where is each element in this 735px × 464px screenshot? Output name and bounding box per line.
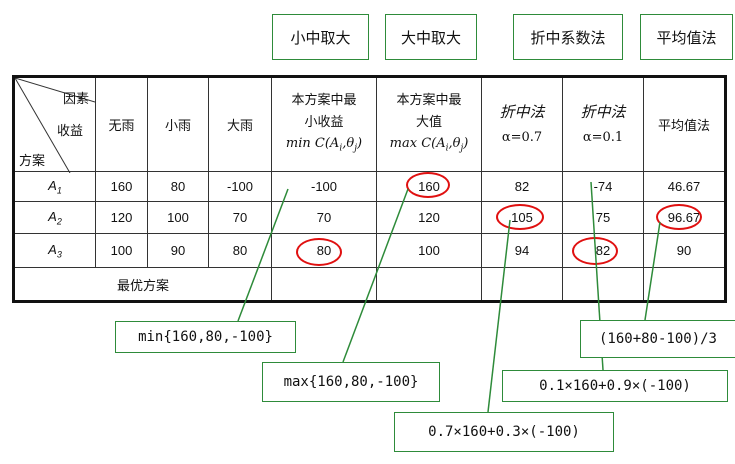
cell: 80 (147, 171, 209, 202)
cell: 160 (95, 171, 148, 202)
optimal-cell (643, 267, 726, 302)
col-header-maxmax: 本方案中最 大值 max C(Ai,θj) (376, 76, 482, 172)
row-label-sub: 2 (56, 216, 62, 227)
row-label-a: A (48, 241, 57, 257)
cell: 46.67 (643, 171, 726, 202)
minmax-f-a: min C(A (285, 136, 340, 152)
maxmax-line2: 大值 (415, 114, 442, 130)
minmax-line2: 小收益 (304, 114, 344, 130)
cell: 90 (147, 233, 209, 268)
row-label-sub: 1 (56, 185, 62, 196)
maxmax-line1: 本方案中最 (396, 92, 462, 108)
formula-average: (160+80-100)/3 (580, 320, 735, 358)
col-header-minmax: 本方案中最 小收益 min C(Ai,θj) (271, 76, 377, 172)
col-header-heavy-rain: 大雨 (208, 76, 272, 172)
cell: -100 (208, 171, 272, 202)
minmax-line1: 本方案中最 (291, 92, 357, 108)
cell: -74 (562, 171, 644, 202)
row-label: A1 (13, 171, 96, 202)
row-label: A3 (13, 233, 96, 268)
comp1-title: 折中法 (499, 102, 545, 121)
row-label-a: A (48, 208, 57, 224)
minmax-f-b: i (339, 143, 343, 154)
cell: 160 (376, 171, 482, 202)
formula-compromise-07: 0.7×160+0.3×(-100) (394, 412, 614, 452)
minmax-f-e: ) (356, 136, 363, 152)
maxmax-f-b: i (445, 143, 449, 154)
method-box-minmax: 小中取大 (272, 14, 369, 60)
formula-compromise-01: 0.1×160+0.9×(-100) (502, 370, 728, 402)
optimal-cell (271, 267, 377, 302)
minmax-f-c: ,θ (342, 136, 355, 152)
maxmax-f-d: j (460, 143, 464, 154)
cell: 90 (643, 233, 726, 268)
table-row: A1 160 80 -100 -100 160 82 -74 46.67 (13, 171, 726, 202)
cell: 120 (376, 201, 482, 234)
optimal-scheme-label: 最优方案 (13, 267, 272, 302)
cell: -100 (271, 171, 377, 202)
footer-row: 最优方案 (13, 267, 726, 302)
method-box-maxmax: 大中取大 (385, 14, 477, 60)
cell: 82 (481, 171, 563, 202)
table-row: A2 120 100 70 70 120 105 75 96.67 (13, 201, 726, 234)
minmax-formula: min C(Ai,θj) (272, 133, 376, 160)
formula-minmax: min{160,80,-100} (115, 321, 296, 353)
maxmax-f-c: ,θ (448, 136, 461, 152)
corner-header: 因素 收益 方案 (13, 76, 96, 173)
cell: 80 (208, 233, 272, 268)
col-header-light-rain: 小雨 (147, 76, 209, 172)
cell: 100 (95, 233, 148, 268)
row-label-a: A (48, 177, 57, 193)
minmax-f-d: j (354, 143, 357, 154)
row-label-sub: 3 (56, 249, 62, 260)
decision-table: 因素 收益 方案 无雨 小雨 大雨 本方案中最 小收益 min C(Ai,θj)… (12, 75, 727, 303)
maxmax-formula: max C(Ai,θj) (377, 133, 481, 160)
cell: 100 (376, 233, 482, 268)
optimal-cell (376, 267, 482, 302)
method-box-compromise: 折中系数法 (513, 14, 623, 60)
corner-benefit: 收益 (56, 123, 83, 138)
comp2-alpha: α=0.1 (582, 129, 624, 145)
cell: 105 (481, 201, 563, 234)
cell: 120 (95, 201, 148, 234)
cell: 96.67 (643, 201, 726, 234)
cell: 70 (271, 201, 377, 234)
col-header-average: 平均值法 (643, 76, 726, 172)
cell: 94 (481, 233, 563, 268)
optimal-cell (481, 267, 563, 302)
corner-scheme: 方案 (19, 153, 46, 168)
maxmax-f-a: max C(A (389, 136, 446, 152)
cell: 100 (147, 201, 209, 234)
cell: 75 (562, 201, 644, 234)
row-label: A2 (13, 201, 96, 234)
maxmax-f-e: ) (463, 136, 469, 152)
col-header-no-rain: 无雨 (95, 76, 148, 172)
table-row: A3 100 90 80 80 100 94 82 90 (13, 233, 726, 268)
col-header-compromise-07: 折中法 α=0.7 (481, 76, 563, 172)
comp2-title: 折中法 (580, 102, 626, 121)
corner-factor: 因素 (62, 91, 89, 106)
cell: 70 (208, 201, 272, 234)
formula-maxmax: max{160,80,-100} (262, 362, 440, 402)
comp1-alpha: α=0.7 (501, 129, 543, 145)
cell: 82 (562, 233, 644, 268)
optimal-cell (562, 267, 644, 302)
method-box-average: 平均值法 (640, 14, 733, 60)
cell: 80 (271, 233, 377, 268)
col-header-compromise-01: 折中法 α=0.1 (562, 76, 644, 172)
